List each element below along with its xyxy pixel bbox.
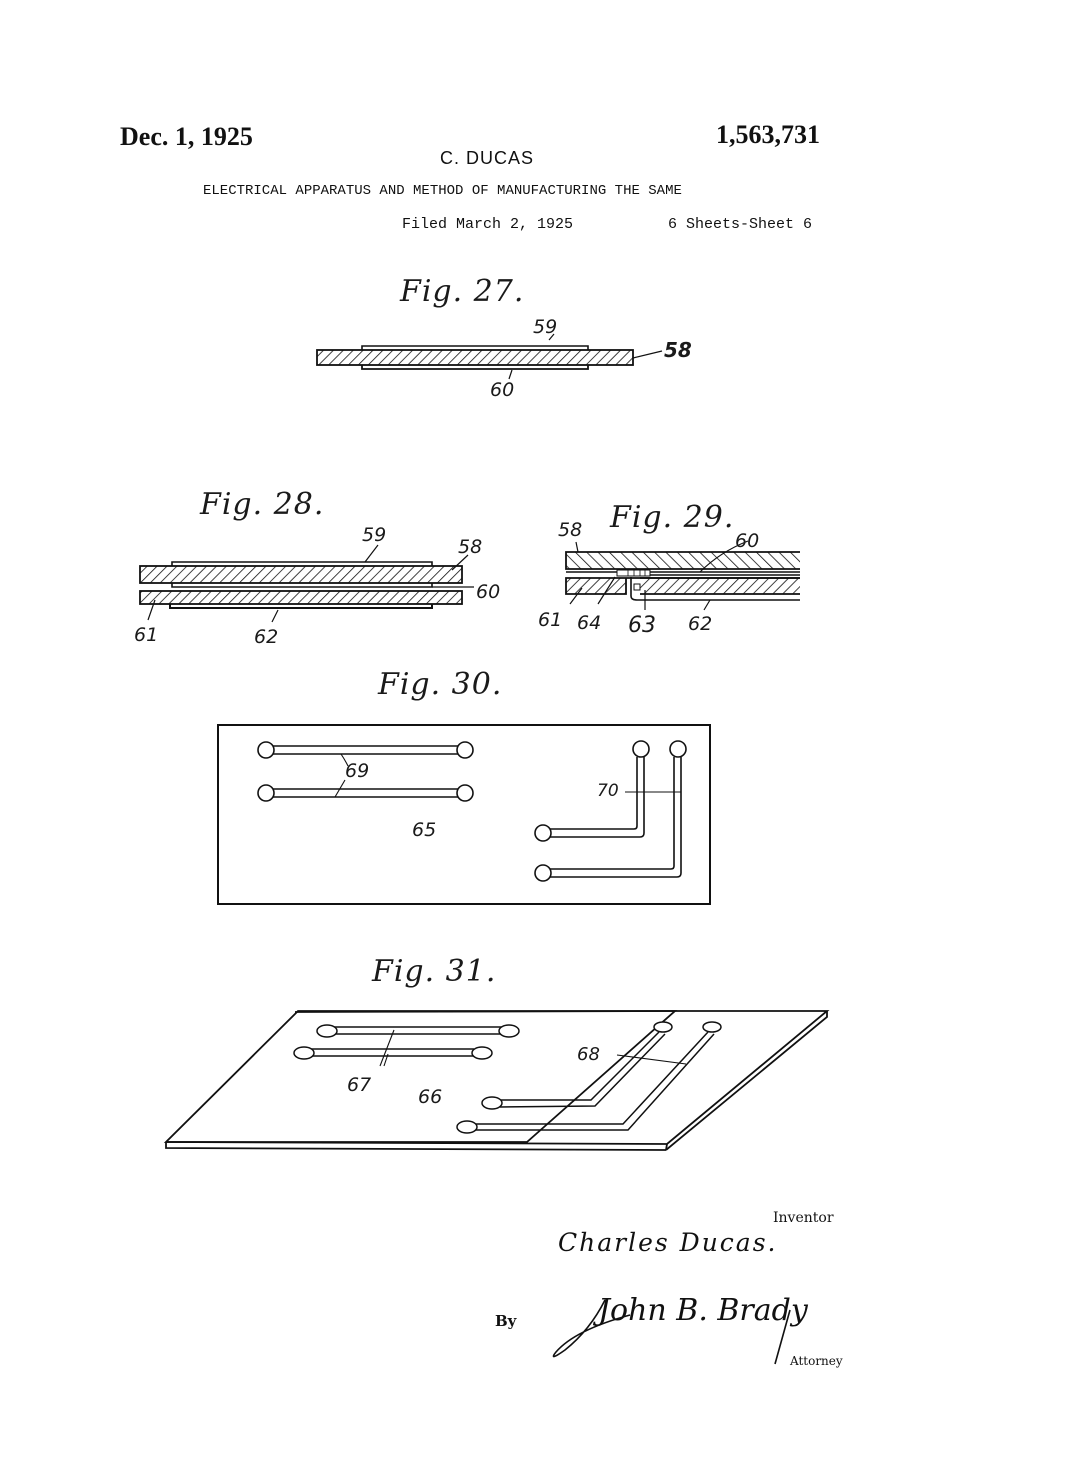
fig30-label-65: 65: [412, 819, 437, 841]
fig30-title: Fig. 30.: [378, 667, 503, 702]
patent-number: 1,563,731: [716, 120, 820, 149]
sheet-count: 6 Sheets-Sheet 6: [668, 216, 813, 233]
fig31-label-68: 68: [577, 1044, 600, 1065]
attorney-signature: John B. Brady: [598, 1293, 808, 1328]
inventor-name: C. DUCAS: [440, 148, 535, 168]
fig29-label-63: 63: [628, 613, 656, 638]
attorney-caption: Attorney: [790, 1354, 843, 1368]
fig27-title: Fig. 27.: [400, 274, 525, 309]
fig27-label-59: 59: [533, 316, 558, 338]
fig28-label-60: 60: [476, 581, 501, 603]
inventor-caption: Inventor: [773, 1210, 834, 1226]
fig28-label-61: 61: [134, 624, 159, 646]
fig29-label-61: 61: [538, 609, 563, 631]
fig29-label-60: 60: [735, 530, 760, 552]
fig28-title: Fig. 28.: [200, 487, 325, 522]
patent-title: ELECTRICAL APPARATUS AND METHOD OF MANUF…: [203, 183, 682, 199]
fig27-label-60: 60: [490, 379, 515, 401]
fig30-label-69: 69: [345, 760, 370, 782]
fig29-label-64: 64: [577, 612, 602, 634]
patent-date: Dec. 1, 1925: [120, 122, 253, 151]
fig29-label-58: 58: [558, 519, 583, 541]
fig28-label-62: 62: [254, 626, 279, 648]
fig28-label-59: 59: [362, 524, 387, 546]
fig31-title: Fig. 31.: [372, 954, 497, 989]
inventor-signature: Charles Ducas.: [558, 1228, 778, 1257]
by-caption: By: [495, 1312, 517, 1330]
fig29-label-62: 62: [688, 613, 713, 635]
fig31-label-66: 66: [418, 1086, 443, 1108]
fig29-title: Fig. 29.: [610, 500, 735, 535]
filed-date: Filed March 2, 1925: [402, 216, 574, 233]
fig27-label-58: 58: [664, 338, 692, 362]
fig28-label-58: 58: [458, 536, 483, 558]
fig30-label-70: 70: [597, 781, 619, 801]
fig31-label-67: 67: [347, 1074, 372, 1096]
